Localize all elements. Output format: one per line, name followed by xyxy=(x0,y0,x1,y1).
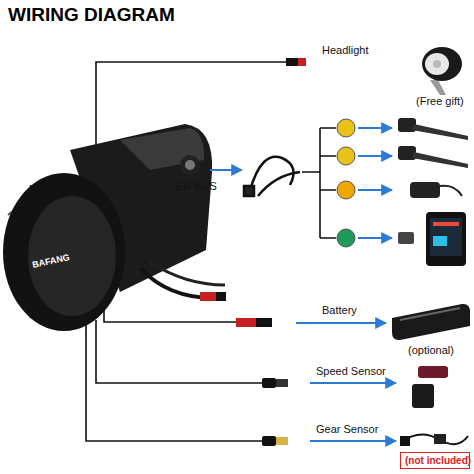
battery xyxy=(392,304,470,340)
blue-arrow xyxy=(358,155,392,157)
blue-arrow xyxy=(210,169,242,171)
node-text: (not included) xyxy=(405,455,471,467)
display-bar xyxy=(433,222,459,226)
bracket-wire xyxy=(302,128,336,238)
wire xyxy=(96,320,262,383)
connector xyxy=(298,58,306,66)
lever-blade xyxy=(412,152,468,168)
gear-sensor-plug xyxy=(400,436,410,446)
harness-cable xyxy=(250,157,294,190)
brake-lever xyxy=(398,118,468,140)
part-label: EB-BUS xyxy=(176,180,217,193)
battery-connector xyxy=(256,318,272,327)
headlight-icon xyxy=(422,47,462,95)
blue-arrow xyxy=(358,189,392,191)
motor-cover: BAFANG xyxy=(2,172,126,332)
throttle-cable xyxy=(440,186,462,196)
eb-bus-connector xyxy=(180,155,200,175)
harness-plug xyxy=(244,186,254,196)
headlight-lens xyxy=(425,53,449,75)
throttle xyxy=(410,182,462,198)
motor-outline xyxy=(2,172,126,332)
display-screen xyxy=(430,218,462,256)
gear-sensor xyxy=(400,434,468,446)
blue-arrow xyxy=(296,322,386,324)
wire xyxy=(86,320,262,441)
part-label: Speed Sensor xyxy=(316,365,386,378)
eb-bus-connector-pins xyxy=(185,160,195,170)
throttle-connector xyxy=(337,181,355,199)
harness-cable xyxy=(258,172,300,196)
part-label: (optional) xyxy=(408,344,454,357)
wire xyxy=(104,300,236,322)
speed-connector xyxy=(262,378,276,388)
blue-arrow xyxy=(358,127,392,129)
speed-sensor xyxy=(412,366,448,408)
motor-cover-face xyxy=(28,196,116,316)
lever-blade xyxy=(412,124,468,140)
headlight-led xyxy=(433,60,441,68)
blue-arrow xyxy=(358,237,392,239)
motor-connector xyxy=(200,292,216,301)
gear-sensor-body xyxy=(434,434,446,444)
motor-cable xyxy=(150,262,225,285)
battery-stripe xyxy=(400,308,460,320)
part-label: Headlight xyxy=(322,44,368,57)
gear-connector xyxy=(276,437,288,445)
sensor-magnet xyxy=(418,366,448,378)
part-label: (Free gift) xyxy=(416,95,464,108)
motor-cover-rim xyxy=(3,173,125,331)
blue-arrows xyxy=(358,128,392,238)
display xyxy=(398,212,466,266)
display-connector xyxy=(337,229,355,247)
display-remote xyxy=(398,232,414,244)
battery-connector xyxy=(236,318,256,327)
connector xyxy=(286,58,298,66)
motor-connector xyxy=(216,292,226,301)
part-label: Gear Sensor xyxy=(316,423,378,436)
headlight-body xyxy=(422,47,462,81)
gear-connector xyxy=(262,436,276,446)
display-body xyxy=(426,212,466,266)
brake-connector xyxy=(337,147,355,165)
display-digits xyxy=(433,236,447,246)
sensor-body xyxy=(412,384,434,408)
headlight-mount xyxy=(430,80,446,95)
blue-arrow xyxy=(310,382,396,384)
gear-sensor-cable xyxy=(402,434,468,444)
note-box: (not included) xyxy=(400,452,470,469)
brake-lever xyxy=(398,146,468,168)
battery-body xyxy=(392,304,470,340)
speed-connector xyxy=(276,379,288,387)
eb-bus-harness xyxy=(244,157,300,196)
motor-housing-top xyxy=(120,128,204,170)
throttle-body xyxy=(410,182,440,198)
blue-arrow xyxy=(310,440,396,442)
diagram-title: WIRING DIAGRAM xyxy=(8,4,175,26)
part-label: Battery xyxy=(322,304,357,317)
brake-connector xyxy=(337,119,355,137)
